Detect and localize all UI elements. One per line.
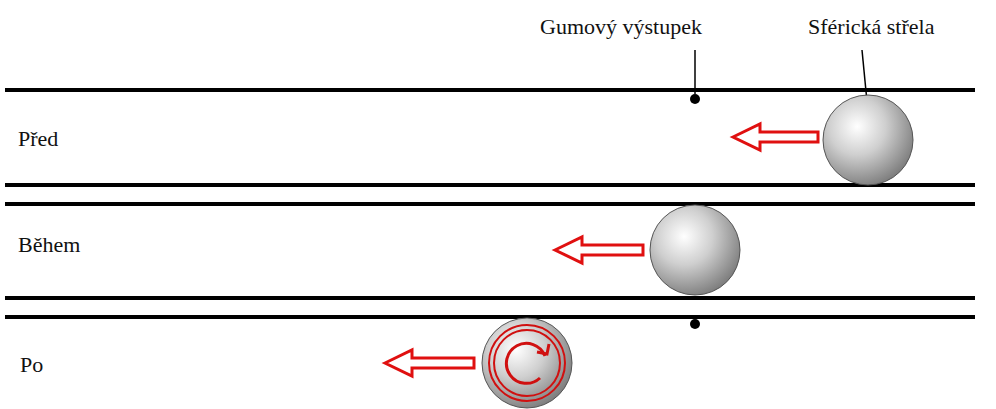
motion-arrows: [385, 124, 818, 376]
spheres: [482, 95, 913, 408]
part-name: Gumový výstupek: [540, 14, 702, 40]
phase-label: Během: [18, 232, 80, 258]
track-lines: [5, 90, 975, 317]
phase-label: Před: [18, 126, 58, 152]
part-name: Sférická střela: [808, 14, 934, 40]
phase-label: Po: [20, 352, 43, 378]
spin-symbol: [489, 325, 565, 401]
